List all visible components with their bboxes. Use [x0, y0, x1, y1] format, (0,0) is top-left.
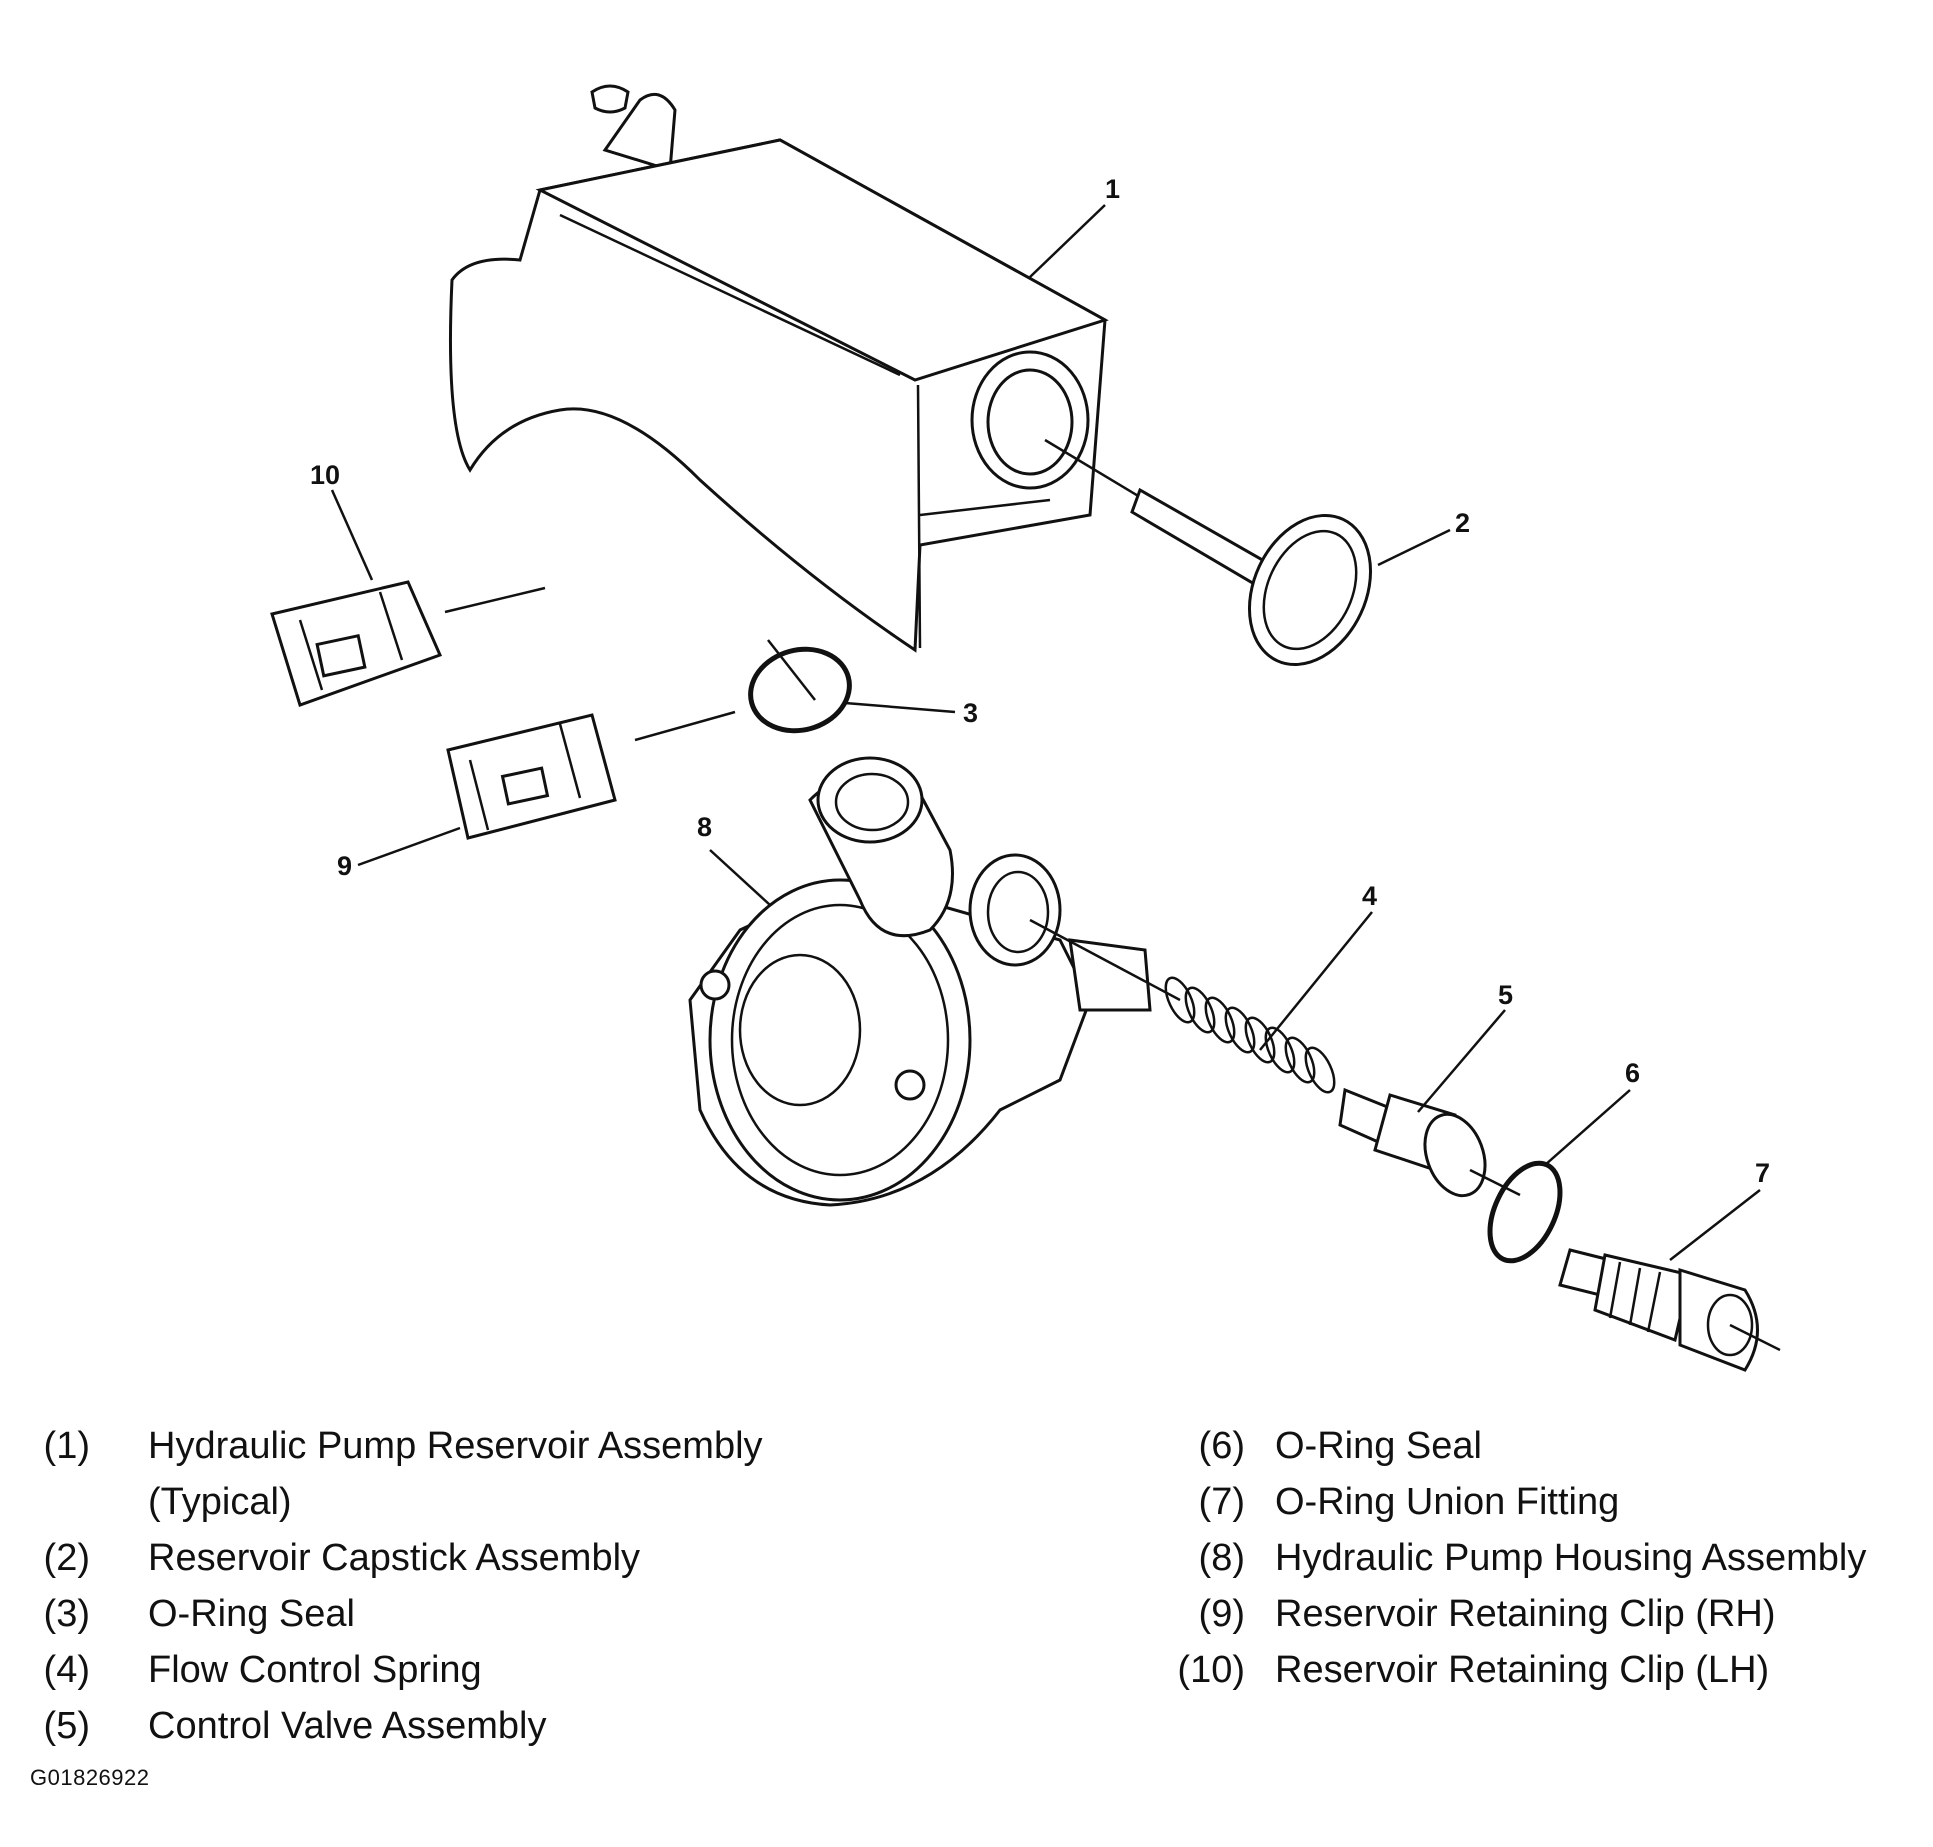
- control-valve: [1338, 1087, 1521, 1198]
- legend-label: Reservoir Retaining Clip (LH): [1275, 1649, 1770, 1691]
- reservoir-assembly: [448, 84, 1109, 653]
- legend-item-8: (8) Hydraulic Pump Housing Assembly: [1130, 1530, 1930, 1586]
- legend-label-line2: (Typical): [148, 1481, 292, 1523]
- legend-item-3: (3) O-Ring Seal: [30, 1586, 1090, 1642]
- legend-item-1: (1) Hydraulic Pump Reservoir Assembly (T…: [30, 1418, 1090, 1530]
- legend-item-5: (5) Control Valve Assembly: [30, 1698, 1090, 1754]
- legend-number: (6): [1198, 1425, 1245, 1467]
- legend-label: Hydraulic Pump Housing Assembly: [1275, 1537, 1867, 1579]
- legend-number: (2): [43, 1537, 90, 1579]
- callout-8: 8: [697, 812, 712, 842]
- legend-item-9: (9) Reservoir Retaining Clip (RH): [1130, 1586, 1930, 1642]
- leader-lines: [330, 204, 1761, 1261]
- callout-9: 9: [337, 851, 352, 881]
- legend-label: Hydraulic Pump Reservoir Assembly (Typic…: [148, 1418, 763, 1530]
- o-ring-seal-top: [748, 639, 852, 734]
- callout-10: 10: [310, 460, 340, 490]
- legend-item-6: (6) O-Ring Seal: [1130, 1418, 1930, 1474]
- callout-2: 2: [1455, 508, 1470, 538]
- callout-3: 3: [963, 698, 978, 728]
- callout-labels: 1 2 3 4 5 6 7 8 9 10: [310, 174, 1770, 1188]
- legend-label: Reservoir Capstick Assembly: [148, 1537, 641, 1579]
- exploded-view-illustration: 1 2 3 4 5 6 7 8 9 10: [270, 84, 1781, 1372]
- legend-right-column: (6) O-Ring Seal (7) O-Ring Union Fitting…: [1130, 1418, 1930, 1698]
- legend-left-column: (1) Hydraulic Pump Reservoir Assembly (T…: [30, 1418, 1090, 1754]
- flow-control-spring: [1029, 918, 1336, 1094]
- o-ring-union-fitting: [1558, 1248, 1781, 1372]
- legend-number: (3): [43, 1593, 90, 1635]
- pump-housing: [688, 756, 1152, 1207]
- legend-item-7: (7) O-Ring Union Fitting: [1130, 1474, 1930, 1530]
- clip-lh: [270, 580, 546, 707]
- legend-number: (5): [43, 1705, 90, 1747]
- callout-1: 1: [1105, 174, 1120, 204]
- legend-item-4: (4) Flow Control Spring: [30, 1642, 1090, 1698]
- legend-number: (1): [43, 1425, 90, 1467]
- legend-label: O-Ring Union Fitting: [1275, 1481, 1620, 1523]
- legend-item-10: (10) Reservoir Retaining Clip (LH): [1130, 1642, 1930, 1698]
- legend-number: (9): [1198, 1593, 1245, 1635]
- reservoir-capstick: [1044, 438, 1373, 667]
- figure-id: G01826922: [30, 1765, 150, 1790]
- callout-7: 7: [1755, 1158, 1770, 1188]
- legend-label: Reservoir Retaining Clip (RH): [1275, 1593, 1776, 1635]
- legend-label: Control Valve Assembly: [148, 1705, 547, 1747]
- legend-item-2: (2) Reservoir Capstick Assembly: [30, 1530, 1090, 1586]
- o-ring-seal-lower: [1487, 1160, 1563, 1264]
- legend-number: (4): [43, 1649, 90, 1691]
- callout-5: 5: [1498, 980, 1513, 1010]
- clip-rh: [446, 710, 736, 840]
- callout-6: 6: [1625, 1058, 1640, 1088]
- legend-number: (8): [1198, 1537, 1245, 1579]
- legend-label-line1: Hydraulic Pump Reservoir Assembly: [148, 1425, 763, 1467]
- callout-4: 4: [1362, 881, 1377, 911]
- legend-number: (10): [1177, 1649, 1245, 1691]
- legend-label: Flow Control Spring: [148, 1649, 482, 1691]
- legend-label: O-Ring Seal: [148, 1593, 355, 1635]
- legend-label: O-Ring Seal: [1275, 1425, 1482, 1467]
- legend-number: (7): [1198, 1481, 1245, 1523]
